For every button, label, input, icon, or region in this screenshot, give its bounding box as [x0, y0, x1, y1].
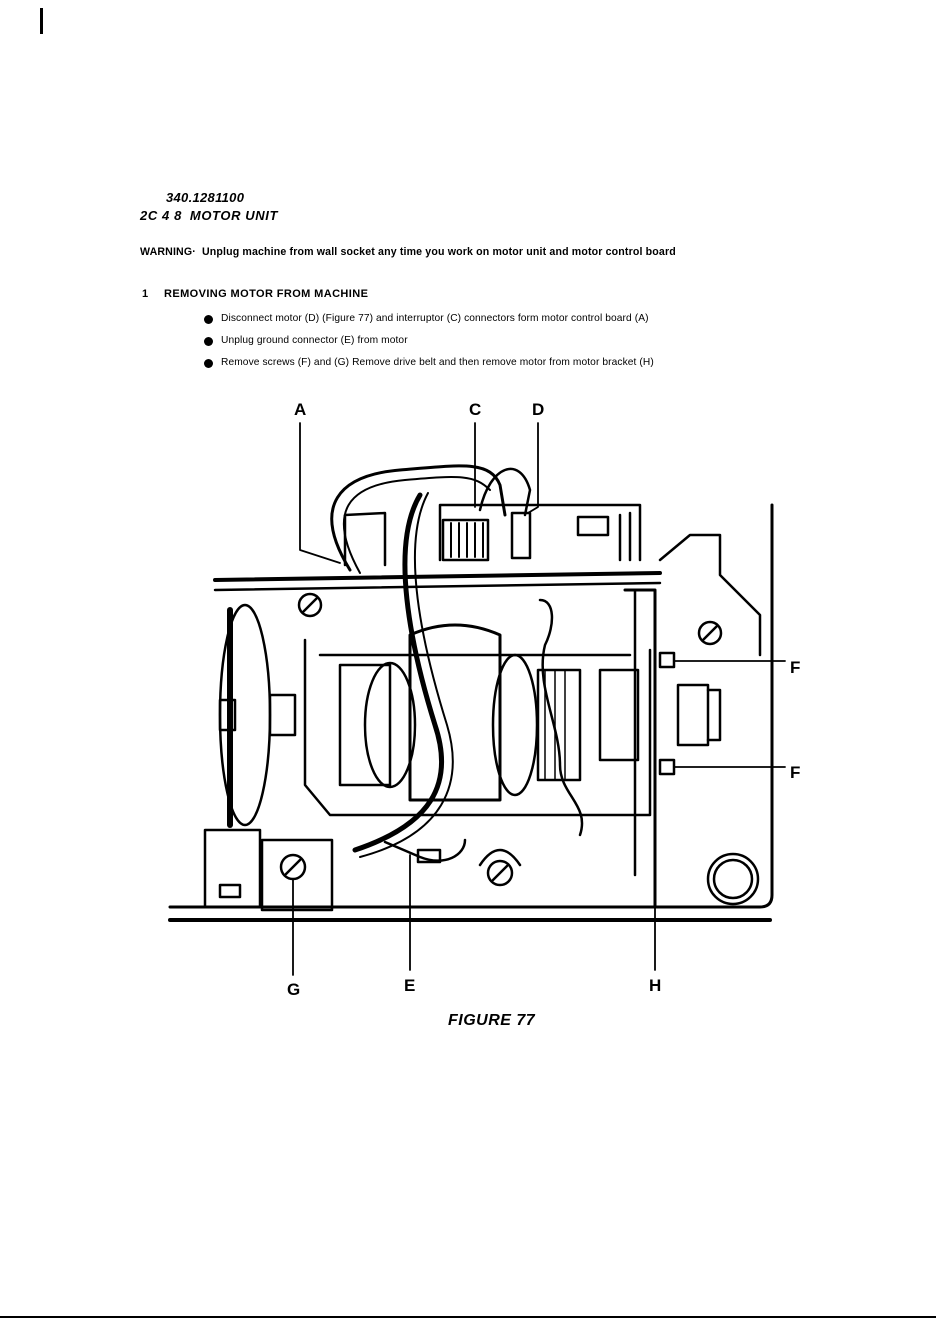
page-bottom-rule	[0, 1316, 936, 1318]
list-item: Unplug ground connector (E) from motor	[204, 330, 654, 352]
motor-mount-block	[260, 838, 334, 912]
top-rail-lower	[213, 581, 662, 592]
figure-caption: FIGURE 77	[448, 1012, 536, 1029]
step-title: REMOVING MOTOR FROM MACHINE	[164, 288, 369, 300]
list-item: Disconnect motor (D) (Figure 77) and int…	[204, 308, 654, 330]
ground-wire	[383, 838, 467, 862]
wire-loop-d	[478, 467, 532, 517]
screw-f-lower	[658, 758, 676, 776]
motor-connector	[510, 511, 532, 560]
housing-outline	[168, 503, 774, 909]
warning-text: Unplug machine from wall socket any time…	[201, 246, 676, 258]
leader-a	[299, 422, 341, 564]
motor-unit-illustration: A C D F F G E H	[160, 395, 820, 1005]
drive-belt	[352, 492, 445, 853]
section-heading: 2C 4 8 MOTOR UNIT	[140, 207, 286, 225]
motor-commutator	[536, 668, 582, 782]
screw-icon	[297, 592, 323, 618]
list-item-text: Remove screws (F) and (G) Remove drive b…	[221, 357, 654, 368]
screw-icon	[697, 620, 723, 646]
section-title: MOTOR UNIT	[189, 208, 278, 223]
screw-f-upper	[658, 651, 676, 669]
ground-connector	[416, 848, 442, 864]
warning-label: WARNING·	[140, 246, 196, 258]
warning-notice: WARNING· Unplug machine from wall socket …	[140, 246, 780, 258]
list-item-text: Unplug ground connector (E) from motor	[221, 335, 408, 346]
callout-h: H	[649, 976, 661, 995]
margin-bar	[40, 8, 43, 34]
callout-a: A	[294, 400, 306, 419]
list-item: Remove screws (F) and (G) Remove drive b…	[204, 352, 654, 374]
leader-d	[527, 422, 539, 514]
instruction-list: Disconnect motor (D) (Figure 77) and int…	[204, 308, 654, 374]
motor-wire	[538, 598, 584, 837]
control-board	[438, 503, 642, 562]
callout-c: C	[469, 400, 481, 419]
screw-icon	[486, 859, 514, 887]
motor-end-cap	[338, 663, 392, 787]
top-rail	[213, 571, 662, 582]
section-code: 2C 4 8	[140, 208, 182, 223]
wire-loop-a	[330, 464, 507, 572]
bullet-icon	[204, 358, 213, 368]
motor-diagram: A C D F F G E H	[168, 400, 800, 999]
bullet-icon	[204, 336, 213, 346]
round-hole	[706, 852, 760, 906]
motor-frame	[303, 638, 652, 817]
callout-f-lower: F	[790, 763, 800, 782]
callout-e: E	[404, 976, 415, 995]
bullet-icon	[204, 314, 213, 324]
list-item-text: Disconnect motor (D) (Figure 77) and int…	[221, 313, 649, 324]
callout-f-upper: F	[790, 658, 800, 677]
callout-d: D	[532, 400, 544, 419]
step-heading: 1 REMOVING MOTOR FROM MACHINE	[142, 288, 368, 300]
board-post	[343, 511, 387, 567]
interruptor-connector	[441, 518, 490, 562]
part-number: 340.1281100	[166, 190, 245, 205]
side-bracket	[658, 533, 762, 657]
motor-stator	[408, 623, 502, 802]
step-number: 1	[142, 288, 149, 300]
section-header: 340.1281100 2C 4 8 MOTOR UNIT	[140, 189, 286, 225]
callout-g: G	[287, 980, 300, 999]
